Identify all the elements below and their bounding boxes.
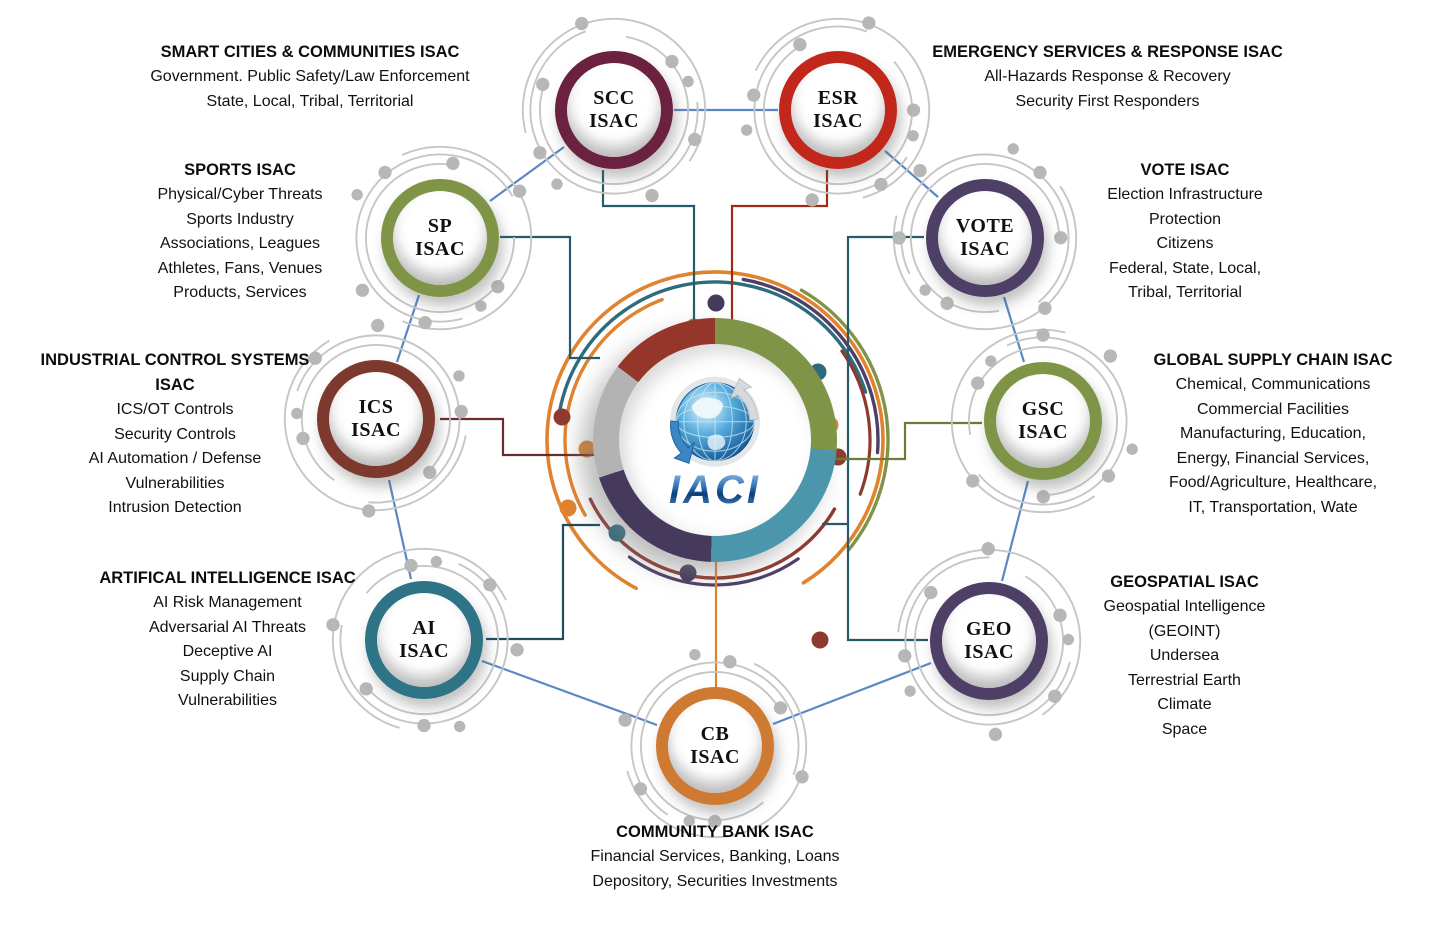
node-gsc-circle: GSC ISAC bbox=[984, 362, 1102, 480]
node-suffix: ISAC bbox=[1018, 421, 1068, 443]
cb-title: COMMUNITY BANK ISAC bbox=[616, 823, 814, 841]
hub-center: IACI bbox=[619, 344, 811, 536]
node-suffix: ISAC bbox=[964, 641, 1014, 663]
node-suffix: ISAC bbox=[960, 238, 1010, 260]
ai-title: ARTIFICAL INTELLIGENCE ISAC bbox=[99, 569, 356, 587]
node-esr: ESR ISAC bbox=[743, 15, 933, 205]
vote-description: VOTE ISAC Election Infrastructure Protec… bbox=[1040, 158, 1330, 306]
node-abbr: CB bbox=[700, 723, 730, 745]
node-suffix: ISAC bbox=[351, 419, 401, 441]
sports-title: SPORTS ISAC bbox=[184, 161, 296, 179]
node-suffix: ISAC bbox=[589, 110, 639, 132]
node-geo-circle: GEO ISAC bbox=[930, 582, 1048, 700]
scc-title: SMART CITIES & COMMUNITIES ISAC bbox=[160, 43, 460, 61]
ai-description: ARTIFICAL INTELLIGENCE ISAC AI Risk Mana… bbox=[85, 566, 370, 714]
globe-with-arrows-icon bbox=[669, 376, 761, 467]
cb-description: COMMUNITY BANK ISAC Financial Services, … bbox=[520, 820, 910, 894]
node-suffix: ISAC bbox=[690, 746, 740, 768]
geo-title: GEOSPATIAL ISAC bbox=[1110, 573, 1259, 591]
node-abbr: ESR bbox=[817, 87, 859, 109]
esr-description: EMERGENCY SERVICES & RESPONSE ISAC All-H… bbox=[905, 40, 1310, 114]
node-ai: AI ISAC bbox=[329, 545, 519, 735]
node-ics-circle: ICS ISAC bbox=[317, 360, 435, 478]
node-gsc: GSC ISAC bbox=[948, 326, 1138, 516]
hub-label: IACI bbox=[669, 467, 761, 512]
vote-title: VOTE ISAC bbox=[1140, 161, 1230, 179]
node-ai-circle: AI ISAC bbox=[365, 581, 483, 699]
node-sp-circle: SP ISAC bbox=[381, 179, 499, 297]
node-geo: GEO ISAC bbox=[894, 546, 1084, 736]
sports-description: SPORTS ISAC Physical/Cyber Threats Sport… bbox=[85, 158, 395, 306]
node-abbr: SCC bbox=[593, 87, 635, 109]
esr-title: EMERGENCY SERVICES & RESPONSE ISAC bbox=[932, 43, 1283, 61]
geo-description: GEOSPATIAL ISAC Geospatial Intelligence … bbox=[1062, 570, 1307, 742]
hub-elbow-connectors bbox=[440, 170, 982, 690]
node-suffix: ISAC bbox=[399, 640, 449, 662]
hub-ring: IACI bbox=[593, 318, 837, 562]
node-scc-circle: SCC ISAC bbox=[555, 51, 673, 169]
node-abbr: SP bbox=[427, 215, 453, 237]
node-abbr: GSC bbox=[1021, 398, 1065, 420]
node-esr-circle: ESR ISAC bbox=[779, 51, 897, 169]
node-abbr: VOTE bbox=[955, 215, 1015, 237]
blue-ring-links bbox=[387, 108, 1030, 727]
node-suffix: ISAC bbox=[813, 110, 863, 132]
ics-title: INDUSTRIAL CONTROL SYSTEMS ISAC bbox=[40, 351, 310, 394]
node-ics: ICS ISAC bbox=[281, 324, 471, 514]
scc-description: SMART CITIES & COMMUNITIES ISAC Governme… bbox=[100, 40, 520, 114]
node-sp: SP ISAC bbox=[345, 143, 535, 333]
node-abbr: ICS bbox=[358, 396, 394, 418]
node-abbr: GEO bbox=[966, 618, 1012, 640]
ics-description: INDUSTRIAL CONTROL SYSTEMS ISAC ICS/OT C… bbox=[35, 348, 315, 521]
node-cb: CB ISAC bbox=[620, 651, 810, 841]
gsc-title: GLOBAL SUPPLY CHAIN ISAC bbox=[1153, 351, 1393, 369]
node-scc: SCC ISAC bbox=[519, 15, 709, 205]
node-vote-circle: VOTE ISAC bbox=[926, 179, 1044, 297]
node-vote: VOTE ISAC bbox=[890, 143, 1080, 333]
node-abbr: AI bbox=[412, 617, 436, 639]
node-suffix: ISAC bbox=[415, 238, 465, 260]
gsc-description: GLOBAL SUPPLY CHAIN ISAC Chemical, Commu… bbox=[1118, 348, 1428, 520]
node-cb-circle: CB ISAC bbox=[656, 687, 774, 805]
